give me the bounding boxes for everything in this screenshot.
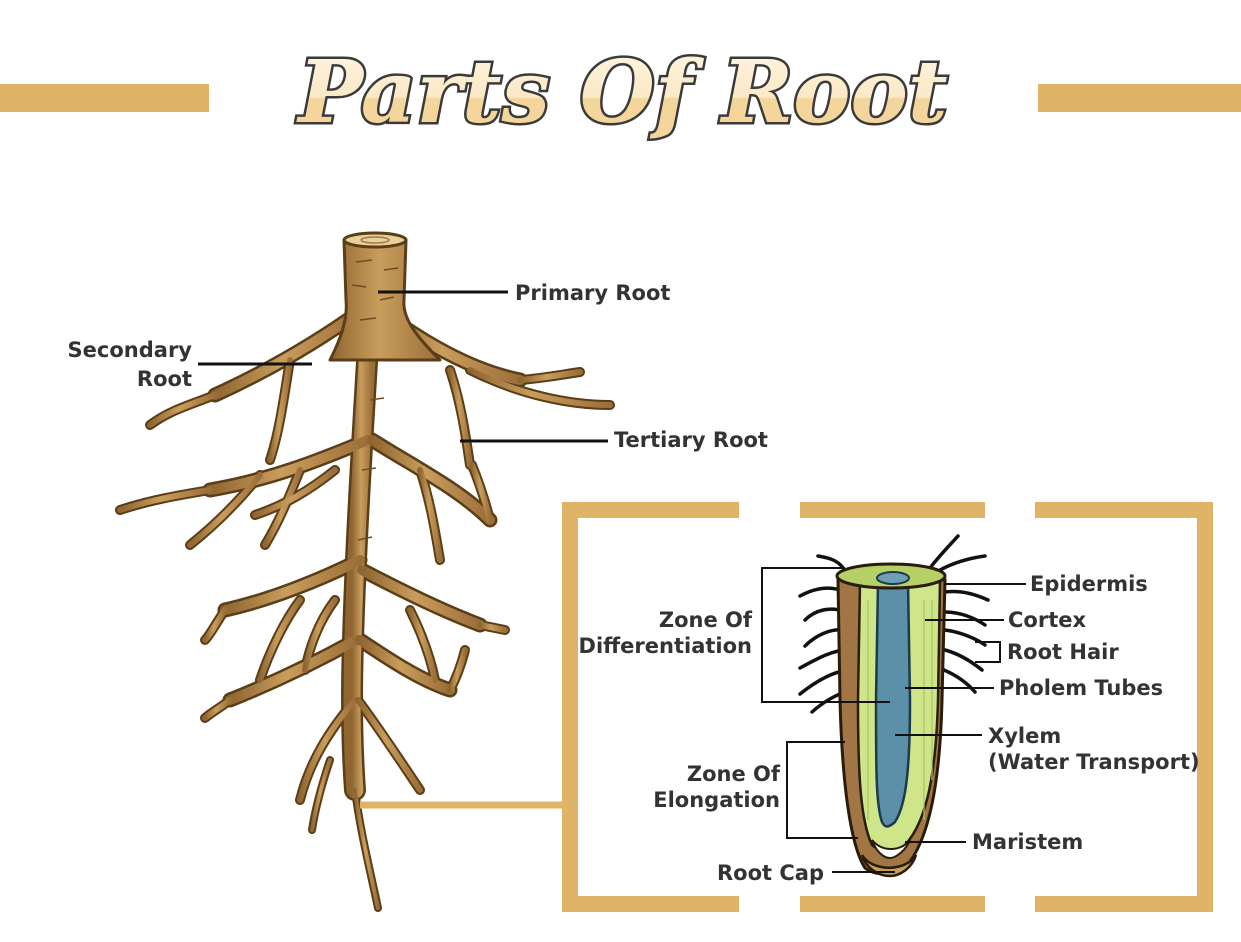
root-tip-section bbox=[798, 534, 990, 878]
zone-differentiation-bracket bbox=[761, 567, 890, 703]
pholem-tubes-label: Pholem Tubes bbox=[999, 676, 1163, 700]
root-hair-bracket bbox=[975, 641, 1001, 663]
root-branches bbox=[115, 269, 615, 912]
root-hair-label: Root Hair bbox=[1007, 640, 1119, 664]
root-cap-label: Root Cap bbox=[717, 861, 824, 885]
zone-elongation-bracket bbox=[786, 741, 858, 839]
inset-frame bbox=[562, 502, 1213, 912]
secondary-root-label-line2: Root bbox=[137, 367, 192, 391]
page-title: Parts Of Root bbox=[295, 42, 947, 143]
primary-root-label: Primary Root bbox=[515, 281, 670, 305]
primary-root-stem bbox=[328, 238, 442, 362]
maristem-label: Maristem bbox=[972, 830, 1083, 854]
zone-elongation-label-line1: Zone Of bbox=[687, 762, 781, 786]
xylem-label-line1: Xylem bbox=[988, 724, 1061, 748]
cortex-label: Cortex bbox=[1008, 608, 1086, 632]
header-bar-right bbox=[1038, 84, 1241, 112]
tertiary-root-label: Tertiary Root bbox=[614, 428, 768, 452]
root-cap-region bbox=[860, 854, 918, 878]
root-system-illustration bbox=[115, 231, 615, 912]
zone-differentiation-label-line1: Zone Of bbox=[659, 608, 753, 632]
meristem-region bbox=[871, 839, 911, 860]
xylem-core bbox=[874, 580, 912, 828]
stem-texture bbox=[351, 259, 399, 541]
cortex-texture bbox=[867, 600, 933, 820]
xylem-label-line2: (Water Transport) bbox=[988, 750, 1200, 774]
header-bar-left bbox=[0, 84, 209, 112]
secondary-root-label-line1: Secondary bbox=[68, 338, 193, 362]
stem-ring bbox=[360, 236, 390, 244]
zone-differentiation-label-line2: Differentiation bbox=[579, 634, 752, 658]
epidermis-label: Epidermis bbox=[1030, 572, 1148, 596]
zone-elongation-label-line2: Elongation bbox=[653, 788, 780, 812]
xylem-top-face bbox=[876, 571, 910, 585]
stem-cut-top bbox=[342, 231, 408, 249]
